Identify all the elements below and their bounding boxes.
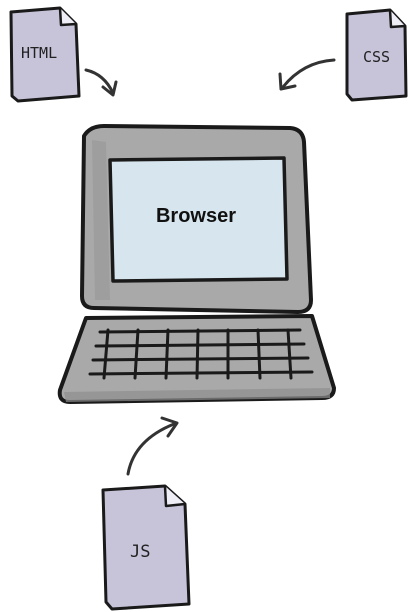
css-document-fold (390, 10, 405, 27)
css-file-label: CSS (363, 48, 390, 66)
css-file: CSS (347, 10, 406, 100)
js-document-fold (165, 486, 185, 506)
arrow-icon (86, 70, 113, 93)
arrow-icon (128, 424, 174, 474)
js-file-label: JS (130, 542, 150, 562)
browser-laptop: Browser (60, 126, 334, 402)
html-file: HTML (11, 8, 79, 101)
html-document-fold (60, 8, 76, 25)
arrow-icon (283, 60, 334, 87)
arrow-js-to-browser (128, 418, 177, 474)
arrow-html-to-browser (86, 70, 116, 95)
js-file: JS (103, 486, 189, 609)
arrow-css-to-browser (280, 60, 334, 89)
html-file-label: HTML (21, 44, 57, 62)
browser-label: Browser (156, 205, 236, 227)
